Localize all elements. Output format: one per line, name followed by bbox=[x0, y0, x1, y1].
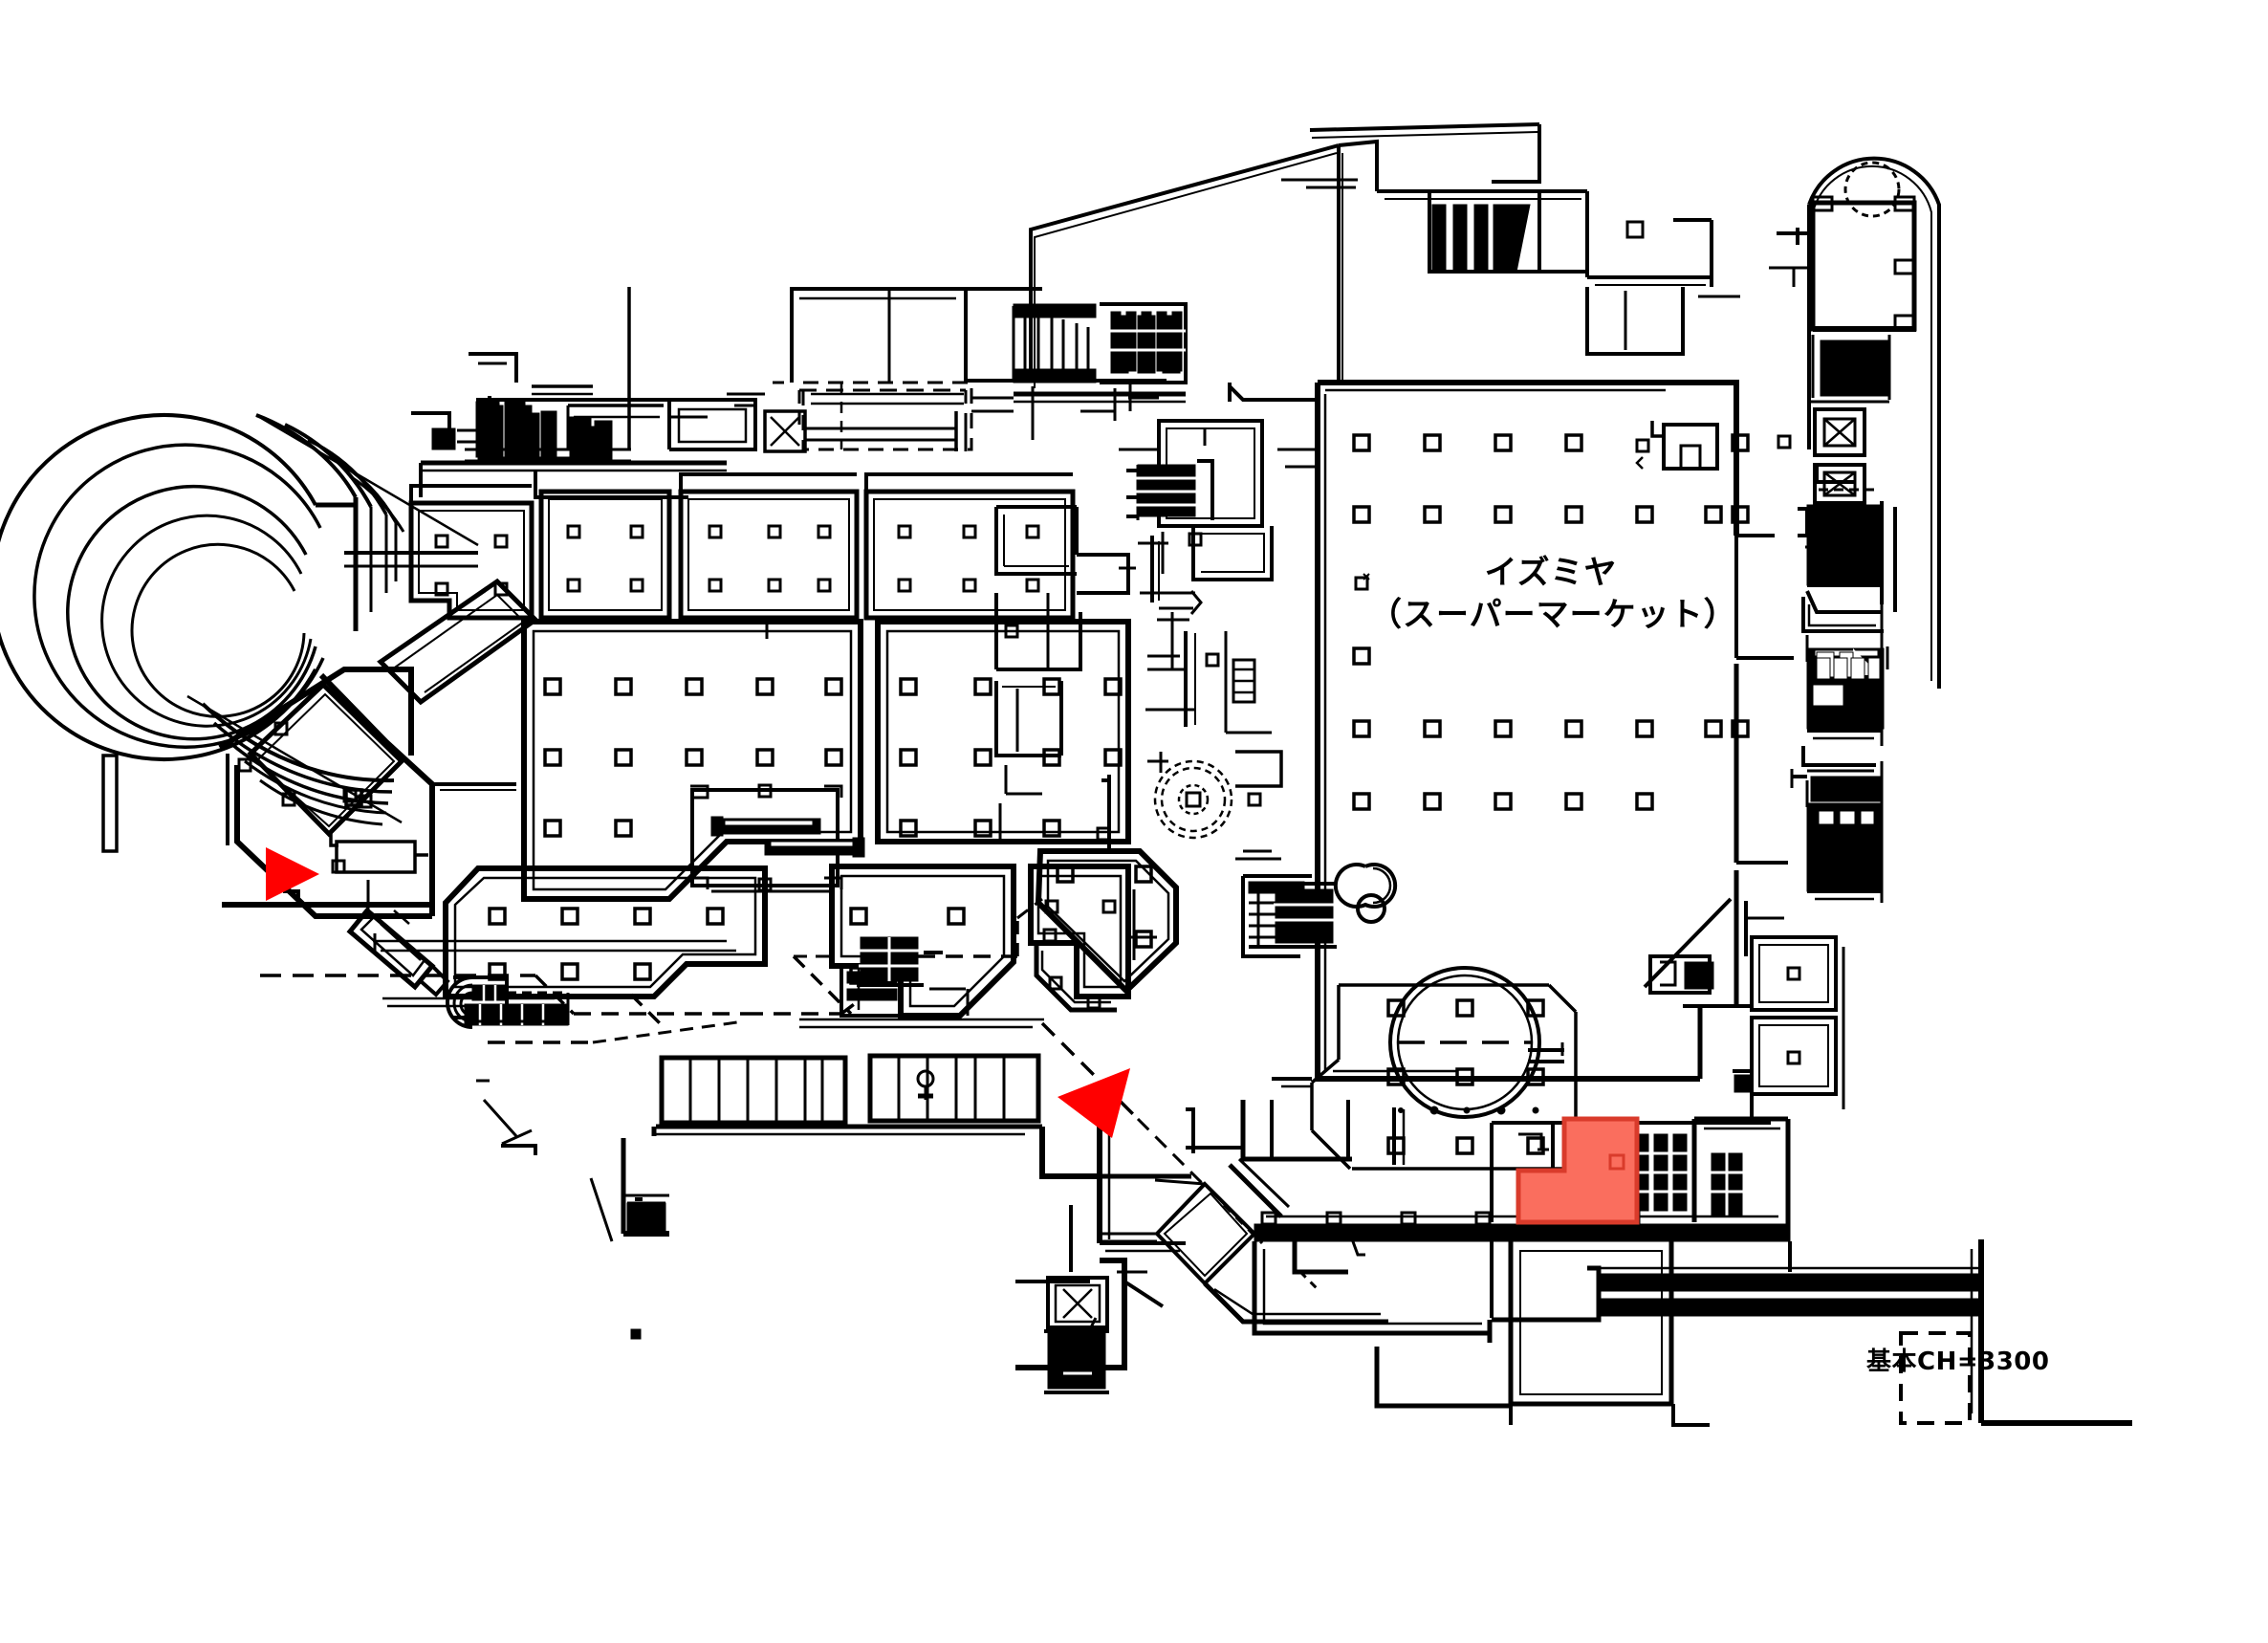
central-rotunda bbox=[1272, 966, 1580, 1171]
central-north-tenants bbox=[1096, 419, 1283, 849]
tenant-block-mid-right bbox=[875, 619, 1131, 844]
south-central-blocks bbox=[1015, 1127, 1191, 1394]
upper-left-black-core bbox=[1126, 459, 1214, 520]
sw-misc-lines bbox=[476, 1079, 669, 1340]
northwest-detail-cluster bbox=[411, 352, 1159, 451]
ceiling-height-note: 基本CH=3300 bbox=[1866, 1347, 2050, 1376]
anchor-store-label: イズミヤ （スーパーマーケット） bbox=[1369, 553, 1737, 636]
southeast-lower-building bbox=[1490, 1239, 1792, 1427]
anchor-store-label-line2: （スーパーマーケット） bbox=[1369, 595, 1737, 634]
northeast-round-tower bbox=[1769, 156, 1941, 689]
centre-top-hatch bbox=[1107, 311, 1186, 372]
mid-west-black-cores bbox=[1272, 882, 1337, 949]
view-arrow-south[interactable] bbox=[1058, 1068, 1130, 1138]
tenant-block-nw-4 bbox=[863, 472, 1076, 621]
tenant-block-sc2 bbox=[1028, 864, 1157, 999]
north-east-service-core bbox=[1428, 191, 1740, 356]
east-shaft-strip bbox=[1790, 467, 1897, 903]
misc-details bbox=[627, 287, 1683, 1236]
north-roof-slope bbox=[1029, 122, 1587, 388]
kiosk-west bbox=[329, 832, 428, 874]
west-mid-black-core bbox=[857, 936, 970, 1016]
tenant-block-nw-1 bbox=[408, 484, 534, 621]
highlighted-tenant-unit[interactable] bbox=[1516, 1116, 1640, 1225]
sc-stair-run bbox=[867, 1053, 1041, 1124]
sw-escalator-cluster bbox=[446, 975, 570, 1029]
tenant-block-nw-3 bbox=[678, 472, 860, 621]
escalator-west bbox=[346, 907, 450, 997]
view-arrow-west[interactable] bbox=[266, 847, 319, 901]
southeast-heavy-walls bbox=[1186, 1100, 2132, 1426]
northwest-hatch-cluster bbox=[465, 401, 631, 463]
tenant-block-nw-2 bbox=[538, 489, 672, 621]
south-diamond-corridor bbox=[1101, 1157, 1388, 1325]
anchor-store-label-line1: イズミヤ bbox=[1484, 554, 1618, 592]
east-small-rooms bbox=[1733, 935, 1845, 1119]
sw-stair-run bbox=[651, 1055, 1042, 1136]
stair-direction-symbol bbox=[916, 1069, 935, 1100]
